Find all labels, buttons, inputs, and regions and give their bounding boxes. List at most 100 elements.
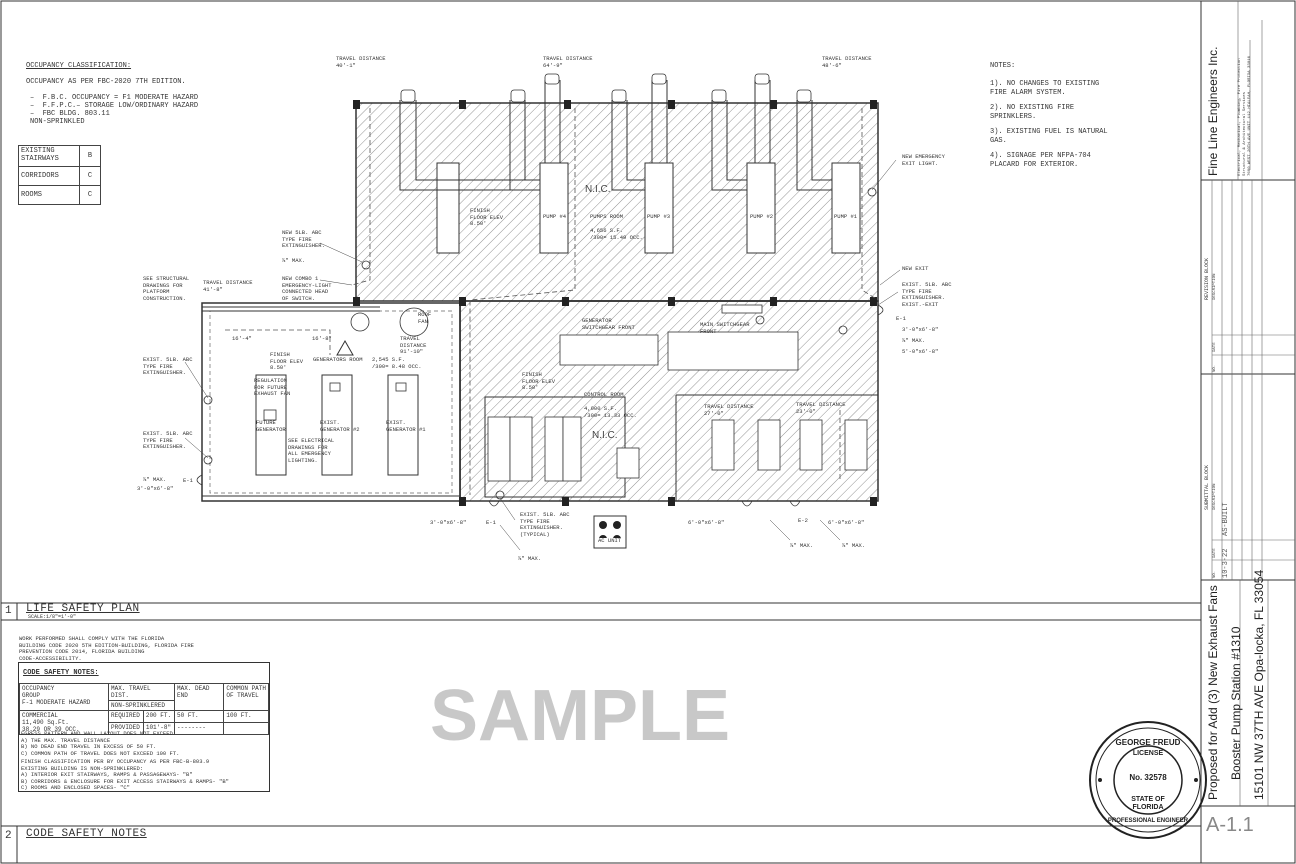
company-name: Fine Line Engineers Inc. <box>1206 46 1220 176</box>
occupancy-item-3: – FBC BLDG. 803.11 <box>30 110 110 118</box>
table-cell: CORRIDORS <box>18 166 80 186</box>
combo-light: NEW COMBO 1 EMERGENCY-LIGHT CONNECTED HE… <box>282 275 332 302</box>
seal-name: GEORGE FREUD <box>1115 738 1181 747</box>
project-line-3: 15101 NW 37TH AVE Opa-locka, FL 33054 <box>1252 569 1266 800</box>
table-row: OCCUPANCY GROUP F-1 MODERATE HAZARD MAX.… <box>19 683 269 711</box>
finish-floor-gen: FINISH FLOOR ELEV 8.50' <box>270 351 304 371</box>
code-intro: WORK PERFORMED SHALL COMPLY WITH THE FLO… <box>19 635 194 662</box>
pump-2-label: PUMP #2 <box>750 213 774 220</box>
table-cell: C <box>79 166 101 186</box>
watermark: SAMPLE <box>430 676 730 756</box>
max-left-bottom: ⅞" MAX. <box>143 476 167 483</box>
nic-label-top: N.I.C. <box>585 184 611 195</box>
non-sprinklered: NON-SPRINKLERED <box>107 700 176 711</box>
sheet-number: A-1.1 <box>1206 814 1254 836</box>
exist-extinguisher-right: EXIST. 5LB. ABC TYPE FIRE EXTINGUISHER. <box>902 281 952 301</box>
header-common-path: COMMON PATH OF TRAVEL <box>223 683 269 711</box>
project-line-1: Proposed for Add (3) New Exhaust Fans <box>1206 585 1220 800</box>
code-safety-box: CODE SAFETY NOTES: OCCUPANCY GROUP F-1 M… <box>18 662 270 792</box>
revision-block-label: REVISION BLOCK <box>1204 257 1210 300</box>
generator-switchgear: GENERATOR SWITCHGEAR FRONT <box>582 317 635 331</box>
ac-unit-label: AC UNIT <box>598 537 622 545</box>
finish-floor-top: FINISH FLOOR ELEV 8.50' <box>470 207 504 227</box>
plan-number: 1 <box>5 605 12 617</box>
occupancy-item-2: – F.F.P.C.– STORAGE LOW/ORDINARY HAZARD <box>30 102 199 110</box>
occupancy-item-1: – F.B.C. OCCUPANCY = F1 MODERATE HAZARD <box>30 94 199 102</box>
door-bottom-1: 3'-0"x6'-8" <box>430 519 467 526</box>
max-bottom-2: ⅞" MAX. <box>790 542 814 549</box>
revision-description: DESCRIPTION <box>1213 273 1217 300</box>
submittal-date: 10-3-22 <box>1222 548 1230 578</box>
revision-date: DATE <box>1213 342 1217 352</box>
provided-dead-end: -------- <box>174 722 225 735</box>
pump-3-label: PUMP #3 <box>647 213 671 220</box>
generators-room-label: GENERATORS ROOM <box>313 356 363 363</box>
exist-extinguisher-left-1: EXIST. 5LB. ABC TYPE FIRE EXTINGUISHER. <box>143 356 193 376</box>
header-max-travel: MAX. TRAVEL DIST. <box>107 683 176 701</box>
nic-label-mid: N.I.C. <box>592 430 618 441</box>
table-row: PROVIDED 101'-8" -------- <box>20 722 269 735</box>
notes-number: 2 <box>5 830 12 842</box>
door-right-1: 3'-0"x6'-8" <box>902 326 939 333</box>
notes-title: CODE SAFETY NOTES <box>26 828 147 840</box>
finish-floor-control: FINISH FLOOR ELEV 8.50' <box>522 371 556 391</box>
pumps-area: 4,656 S.F. /300= 15.49 OCC. <box>590 227 643 241</box>
provided-common <box>223 722 269 735</box>
future-generator: FUTURE GENERATOR <box>256 419 286 433</box>
submittal-desc: AS-BUILT <box>1222 502 1230 536</box>
seal-license: LICENSE <box>1132 750 1164 757</box>
seal-number: No. 32578 <box>1129 773 1167 782</box>
max-bottom-3: ⅞" MAX. <box>842 542 866 549</box>
travel-left: TRAVEL DISTANCE 41'-8" <box>203 279 253 293</box>
note-3: 3). EXISTING FUEL IS NATURAL GAS. <box>990 128 1108 145</box>
seal-state: STATE OF FLORIDA <box>1131 796 1165 811</box>
dim-1: 16'-4" <box>232 335 252 342</box>
travel-distance-1: TRAVEL DISTANCE 40'-1" <box>336 55 386 69</box>
notes-heading: NOTES: <box>990 62 1016 70</box>
code-box-title: CODE SAFETY NOTES: <box>23 669 99 677</box>
travel-distance-2: TRAVEL DISTANCE 64'-9" <box>543 55 593 69</box>
company-sub: Electrical, Mechanical, Plumbing, Fire P… <box>1238 55 1252 176</box>
door-bottom-2: 6'-0"x6'-8" <box>688 519 725 526</box>
engineer-seal <box>1089 721 1207 839</box>
note-4: 4). SIGNAGE PER NFPA-704 PLACARD FOR EXT… <box>990 152 1091 169</box>
required-label: REQUIRED <box>108 710 144 723</box>
see-electrical: SEE ELECTRICAL DRAWINGS FOR ALL EMERGENC… <box>288 437 335 464</box>
commercial-area: COMMERCIAL 11,490 Sq.Ft. 38.29 OR 39 OCC… <box>19 710 109 735</box>
submittal-block-label: SUBMITTAL BLOCK <box>1204 464 1210 510</box>
door-bottom-3: 6'-0"x6'-8" <box>828 519 865 526</box>
max-left-top: ⅞" MAX. <box>282 257 306 264</box>
door-right-2: 5'-0"x6'-8" <box>902 348 939 355</box>
pump-1-label: PUMP #1 <box>834 213 858 220</box>
seal-role: PROFESSIONAL ENGINEER <box>1107 818 1189 824</box>
regulation-fan: REGULATION FOR FUTURE EXHAUST FAN <box>254 377 291 397</box>
main-switchgear: MAIN SWITCHGEAR FRONT <box>700 321 750 335</box>
travel-gen: TRAVEL DISTANCE 91'-10" <box>400 335 427 355</box>
note-2: 2). NO EXISTING FIRE SPRINKLERS. <box>990 104 1075 121</box>
occupancy-group: OCCUPANCY GROUP F-1 MODERATE HAZARD <box>19 683 109 711</box>
required-travel: 200 FT. <box>142 710 176 723</box>
roof-fan: ROOF FAN <box>418 311 432 325</box>
control-area: 4,000 S.F. /300= 13.33 OCC. <box>584 405 637 419</box>
travel-control-2: TRAVEL DISTANCE 27'-0" <box>704 403 754 417</box>
e1-left: E-1 <box>183 477 193 484</box>
pump-4-label: PUMP #4 <box>543 213 567 220</box>
revision-no: NO. <box>1213 364 1217 372</box>
e1-bottom: E-1 <box>486 519 496 526</box>
e1-right: E-1 <box>896 315 906 322</box>
submittal-date-header: DATE <box>1213 548 1217 558</box>
plan-title: LIFE SAFETY PLAN <box>26 603 140 615</box>
occupancy-heading: OCCUPANCY CLASSIFICATION: <box>26 62 132 70</box>
code-table: OCCUPANCY GROUP F-1 MODERATE HAZARD MAX.… <box>19 683 269 735</box>
generator-1: EXIST. GENERATOR #1 <box>386 419 426 433</box>
dim-2: 16'-8" <box>312 335 332 342</box>
submittal-no: NO. <box>1213 570 1217 578</box>
see-structural: SEE STRUCTURAL DRAWINGS FOR PLATFORM CON… <box>143 275 190 302</box>
exist-exit-label: EXIST.-EXIT <box>902 301 939 308</box>
generator-2: EXIST. GENERATOR #2 <box>320 419 360 433</box>
new-exit-label: NEW EXIT <box>902 265 929 272</box>
e2-label: E-2 <box>798 517 808 524</box>
